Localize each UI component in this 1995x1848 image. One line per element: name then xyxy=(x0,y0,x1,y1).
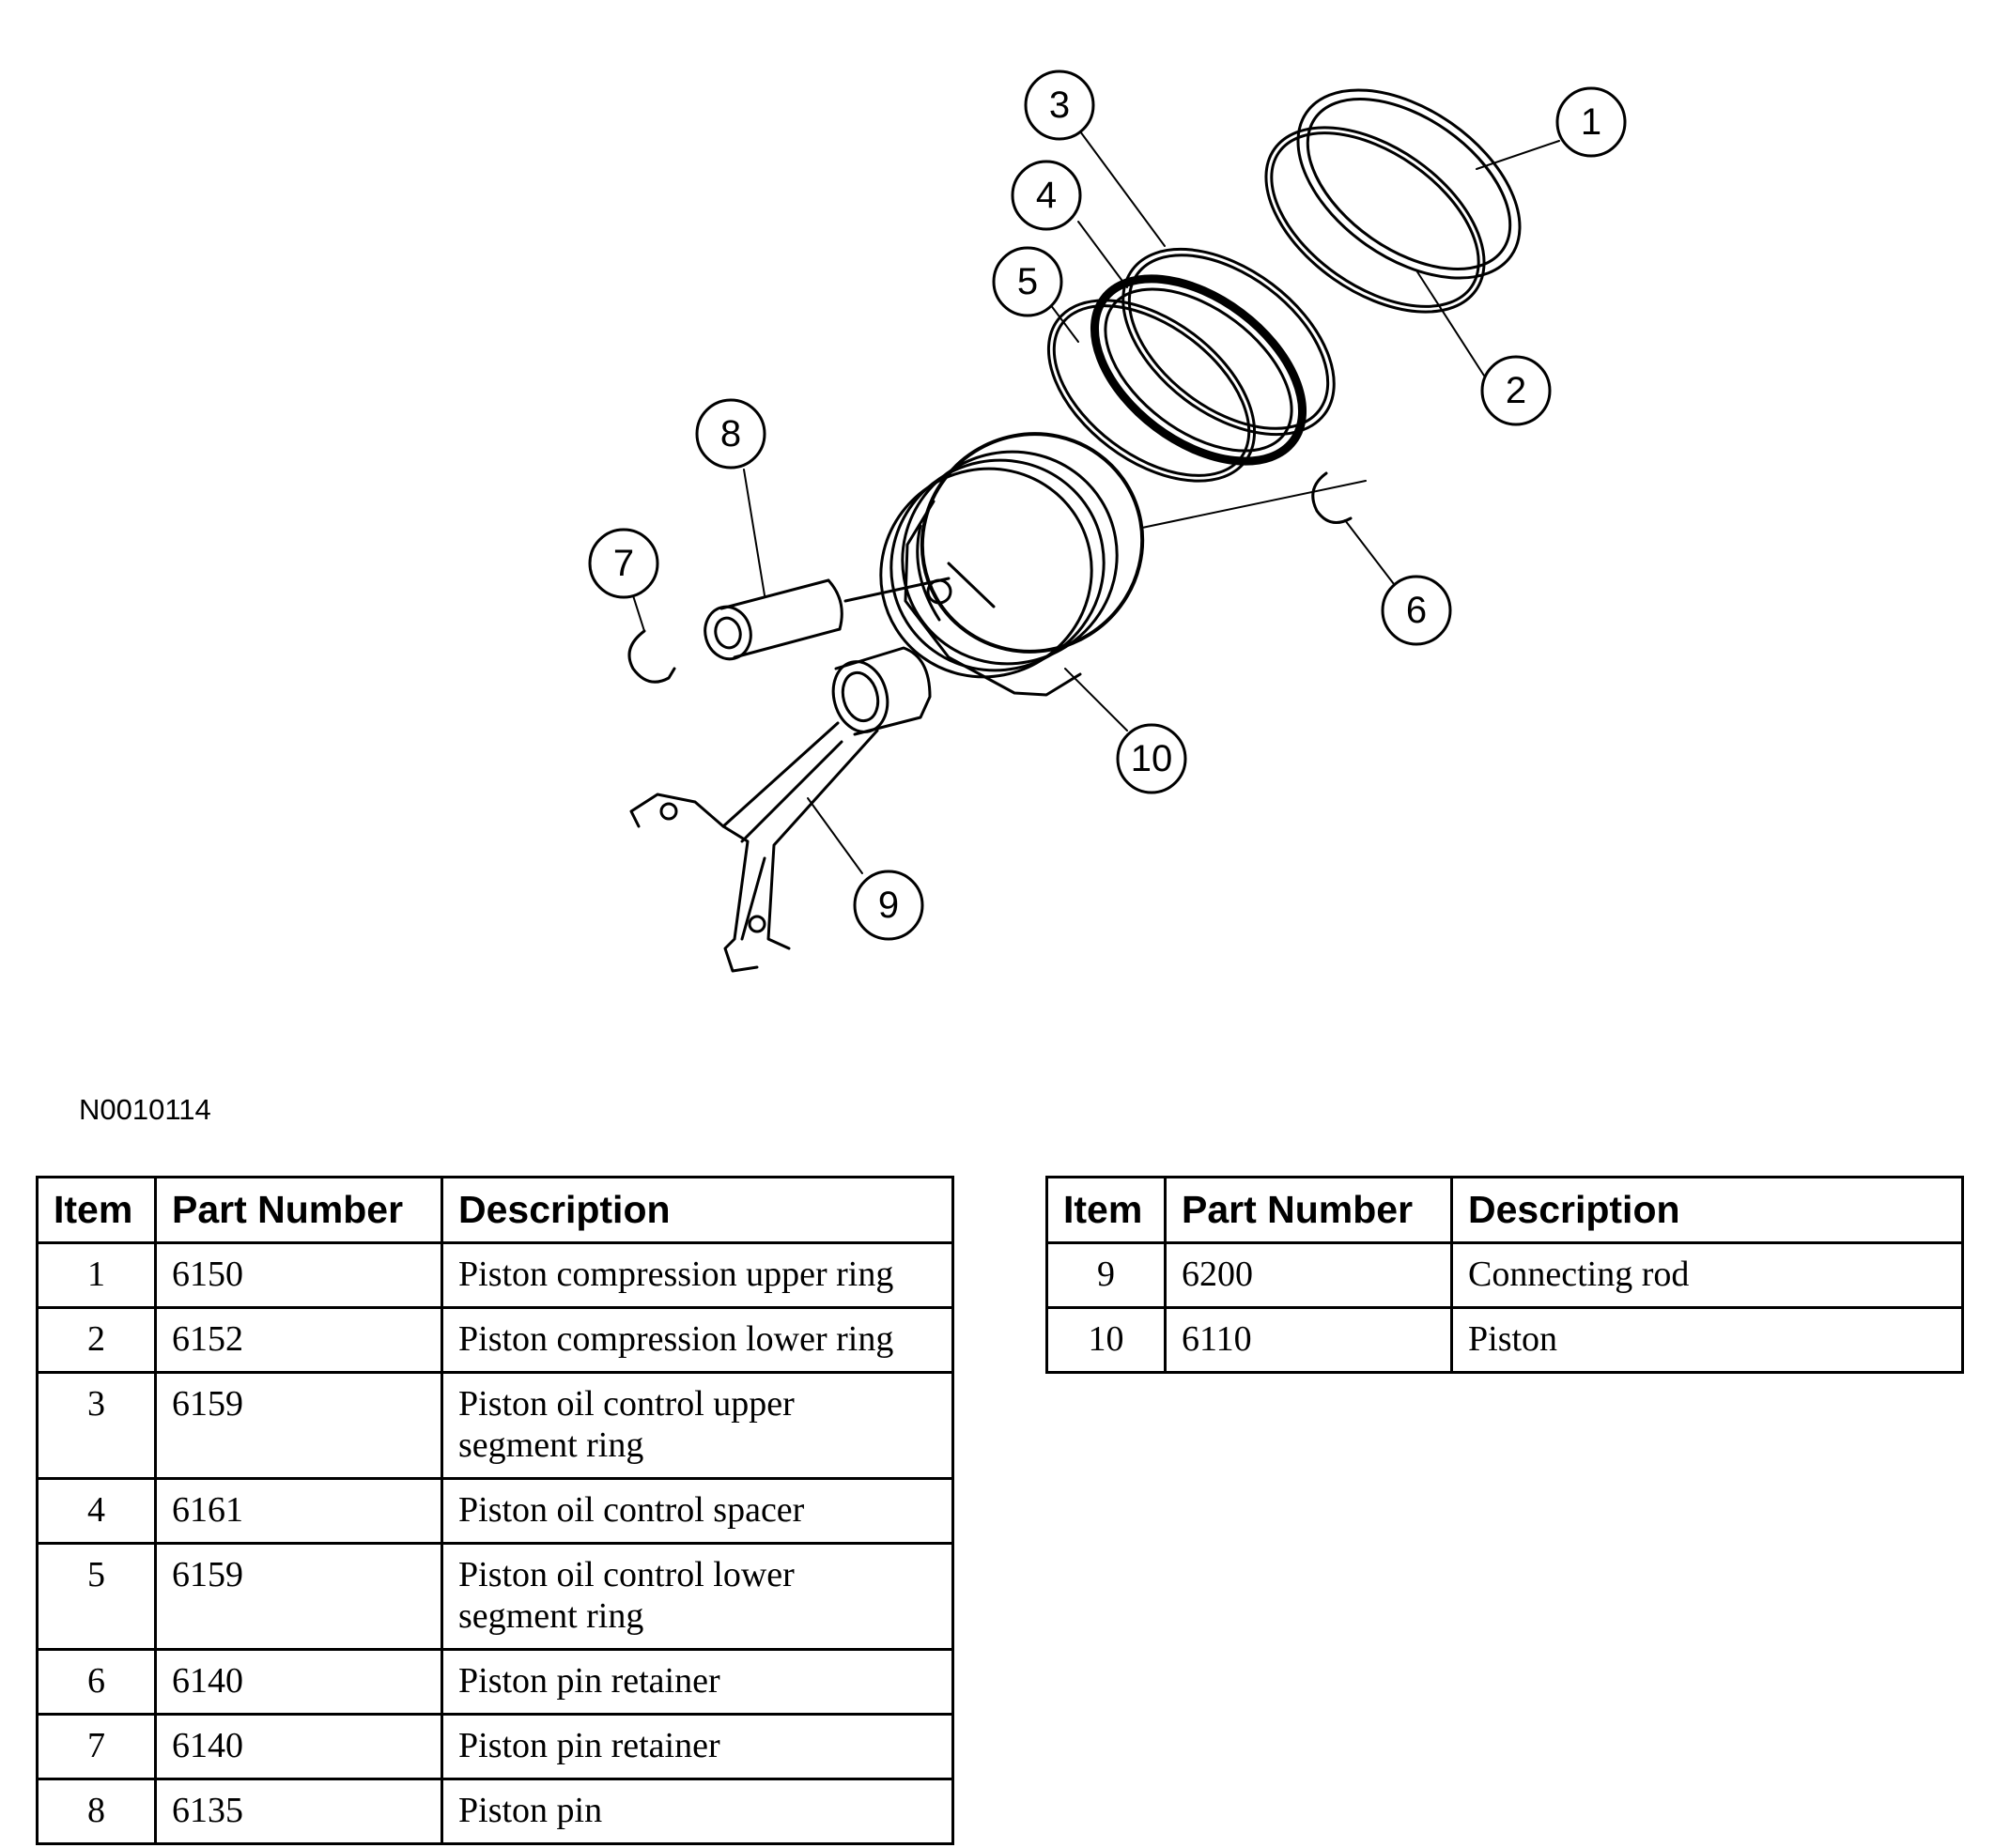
table-row: 3 6159 Piston oil control upper segment … xyxy=(36,1371,954,1480)
item-cell: 9 xyxy=(1045,1241,1167,1309)
description-cell: Connecting rod xyxy=(1450,1241,1964,1309)
header-description: Description xyxy=(441,1176,954,1244)
callout-2: 2 xyxy=(1506,370,1526,411)
callout-circles xyxy=(588,69,1627,941)
callout-6: 6 xyxy=(1406,590,1427,631)
parts-table-left: Item Part Number Description 1 6150 Pist… xyxy=(36,1176,954,1845)
description-cell: Piston compression lower ring xyxy=(441,1306,954,1374)
callout-4: 4 xyxy=(1036,175,1057,216)
table-row: 4 6161 Piston oil control spacer xyxy=(36,1477,954,1545)
table-row: 7 6140 Piston pin retainer xyxy=(36,1713,954,1780)
item-cell: 10 xyxy=(1045,1306,1167,1374)
compression-upper-ring xyxy=(1296,88,1522,280)
table-header-row: Item Part Number Description xyxy=(1045,1176,1964,1244)
item-cell: 3 xyxy=(36,1371,157,1480)
header-part-number: Part Number xyxy=(154,1176,443,1244)
item-cell: 6 xyxy=(36,1648,157,1716)
table-row: 1 6150 Piston compression upper ring xyxy=(36,1241,954,1309)
pin-retainer-7 xyxy=(627,629,676,684)
callout-8: 8 xyxy=(720,413,741,454)
part-number-cell: 6161 xyxy=(154,1477,443,1545)
piston-pin xyxy=(704,577,951,661)
part-number-cell: 6110 xyxy=(1164,1306,1453,1374)
parts-table-right: Item Part Number Description 9 6200 Conn… xyxy=(1045,1176,1964,1374)
part-number-cell: 6159 xyxy=(154,1371,443,1480)
compression-lower-ring xyxy=(1264,126,1486,314)
callout-10: 10 xyxy=(1131,738,1173,779)
part-number-cell: 6140 xyxy=(154,1713,443,1780)
description-cell: Piston compression upper ring xyxy=(441,1241,954,1309)
callout-1: 1 xyxy=(1581,101,1601,143)
part-number-cell: 6140 xyxy=(154,1648,443,1716)
table-row: 8 6135 Piston pin xyxy=(36,1778,954,1845)
part-number-cell: 6200 xyxy=(1164,1241,1453,1309)
part-number-cell: 6135 xyxy=(154,1778,443,1845)
item-cell: 7 xyxy=(36,1713,157,1780)
part-number-cell: 6159 xyxy=(154,1542,443,1651)
description-cell: Piston pin retainer xyxy=(441,1713,954,1780)
table-row: 10 6110 Piston xyxy=(1045,1306,1964,1374)
callout-leaders xyxy=(630,131,1560,874)
description-cell: Piston oil control lower segment ring xyxy=(441,1542,954,1651)
figure-id: N0010114 xyxy=(79,1093,211,1126)
table-row: 5 6159 Piston oil control lower segment … xyxy=(36,1542,954,1651)
table-header-row: Item Part Number Description xyxy=(36,1176,954,1244)
table-row: 2 6152 Piston compression lower ring xyxy=(36,1306,954,1374)
callout-3: 3 xyxy=(1049,85,1070,126)
part-number-cell: 6150 xyxy=(154,1241,443,1309)
description-cell: Piston pin retainer xyxy=(441,1648,954,1716)
header-part-number: Part Number xyxy=(1164,1176,1453,1244)
description-cell: Piston oil control spacer xyxy=(441,1477,954,1545)
header-item: Item xyxy=(36,1176,157,1244)
item-cell: 4 xyxy=(36,1477,157,1545)
part-number-cell: 6152 xyxy=(154,1306,443,1374)
description-cell: Piston pin xyxy=(441,1778,954,1845)
callout-7: 7 xyxy=(613,543,634,584)
description-cell: Piston oil control upper segment ring xyxy=(441,1371,954,1480)
oil-control-lower-segment-ring xyxy=(1046,299,1257,483)
table-row: 9 6200 Connecting rod xyxy=(1045,1241,1964,1309)
header-description: Description xyxy=(1450,1176,1964,1244)
oil-control-spacer xyxy=(1090,274,1307,466)
description-cell: Piston xyxy=(1450,1306,1964,1374)
callout-5: 5 xyxy=(1017,261,1038,302)
connecting-rod xyxy=(629,646,932,973)
oil-control-upper-segment-ring xyxy=(1121,247,1336,437)
item-cell: 2 xyxy=(36,1306,157,1374)
callout-9: 9 xyxy=(878,885,899,926)
table-row: 6 6140 Piston pin retainer xyxy=(36,1648,954,1716)
header-item: Item xyxy=(1045,1176,1167,1244)
item-cell: 8 xyxy=(36,1778,157,1845)
piston xyxy=(879,432,1145,697)
pin-retainer-6 xyxy=(1311,471,1353,524)
item-cell: 1 xyxy=(36,1241,157,1309)
item-cell: 5 xyxy=(36,1542,157,1651)
